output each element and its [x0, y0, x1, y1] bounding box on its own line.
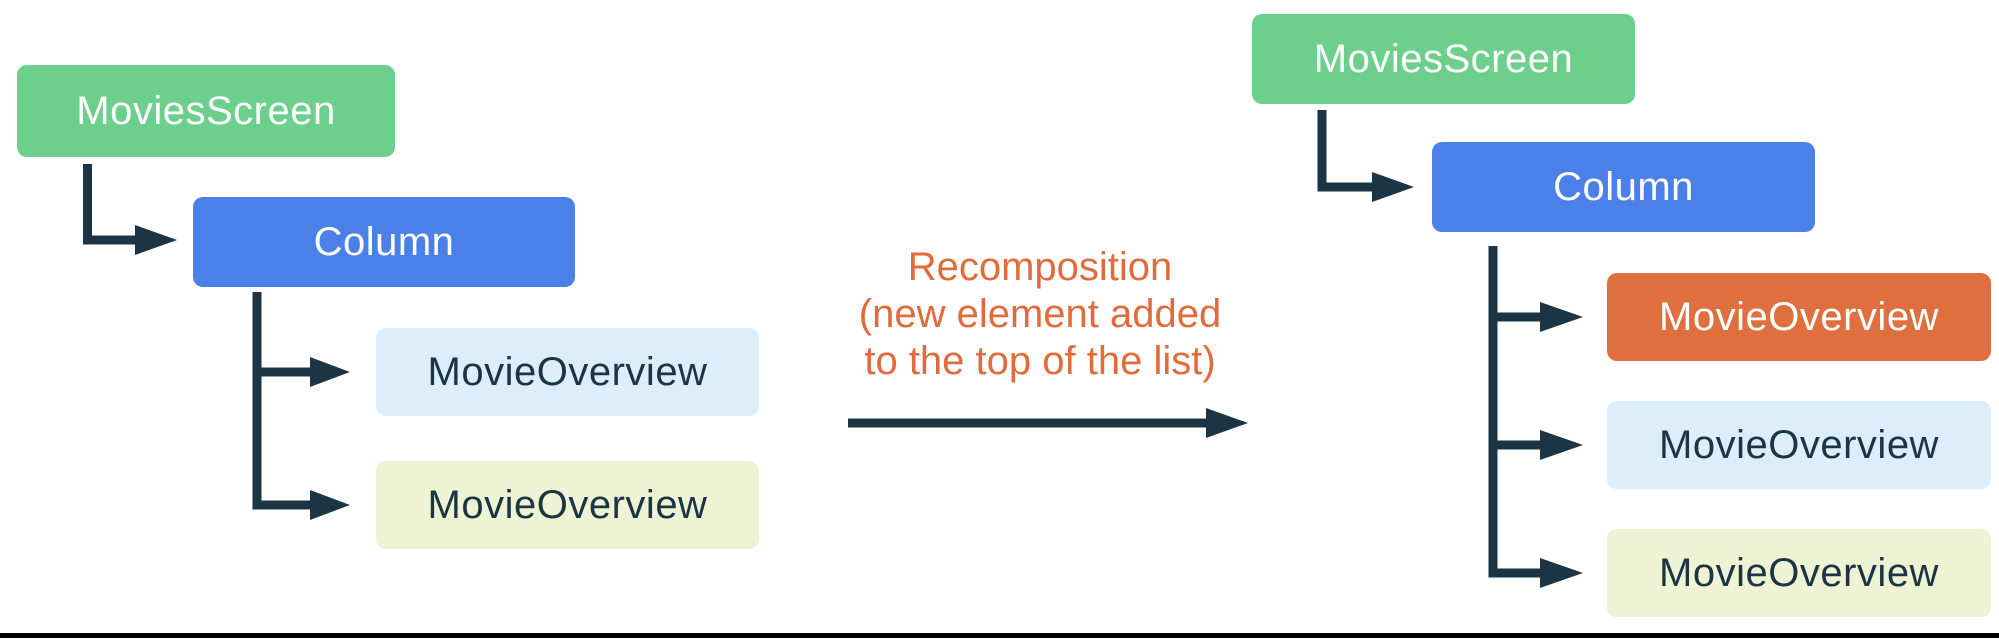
- caption-line-1: Recomposition: [907, 245, 1173, 289]
- node-column-before: Column: [193, 197, 575, 287]
- recomposition-caption: Recomposition (new element added to the …: [790, 244, 1290, 385]
- node-movie-overview-before-1: MovieOverview: [376, 328, 759, 416]
- node-movie-overview-after-2: MovieOverview: [1607, 401, 1991, 489]
- caption-line-3: to the top of the list): [864, 339, 1216, 383]
- connector-after-screen-to-column: [1317, 110, 1414, 202]
- caption-line-2: (new element added: [858, 292, 1222, 336]
- node-movies-screen-before: MoviesScreen: [17, 65, 395, 157]
- transition-arrow: [848, 408, 1248, 438]
- node-column-after: Column: [1432, 142, 1815, 232]
- connector-before-column-to-items: [252, 292, 350, 520]
- node-movie-overview-after-3: MovieOverview: [1607, 529, 1991, 617]
- bottom-rule: [0, 633, 1999, 638]
- node-movie-overview-after-new: MovieOverview: [1607, 273, 1991, 361]
- node-movie-overview-before-2: MovieOverview: [376, 461, 759, 549]
- node-movies-screen-after: MoviesScreen: [1252, 14, 1635, 104]
- connector-after-column-to-items: [1488, 246, 1583, 588]
- connector-before-screen-to-column: [83, 164, 177, 255]
